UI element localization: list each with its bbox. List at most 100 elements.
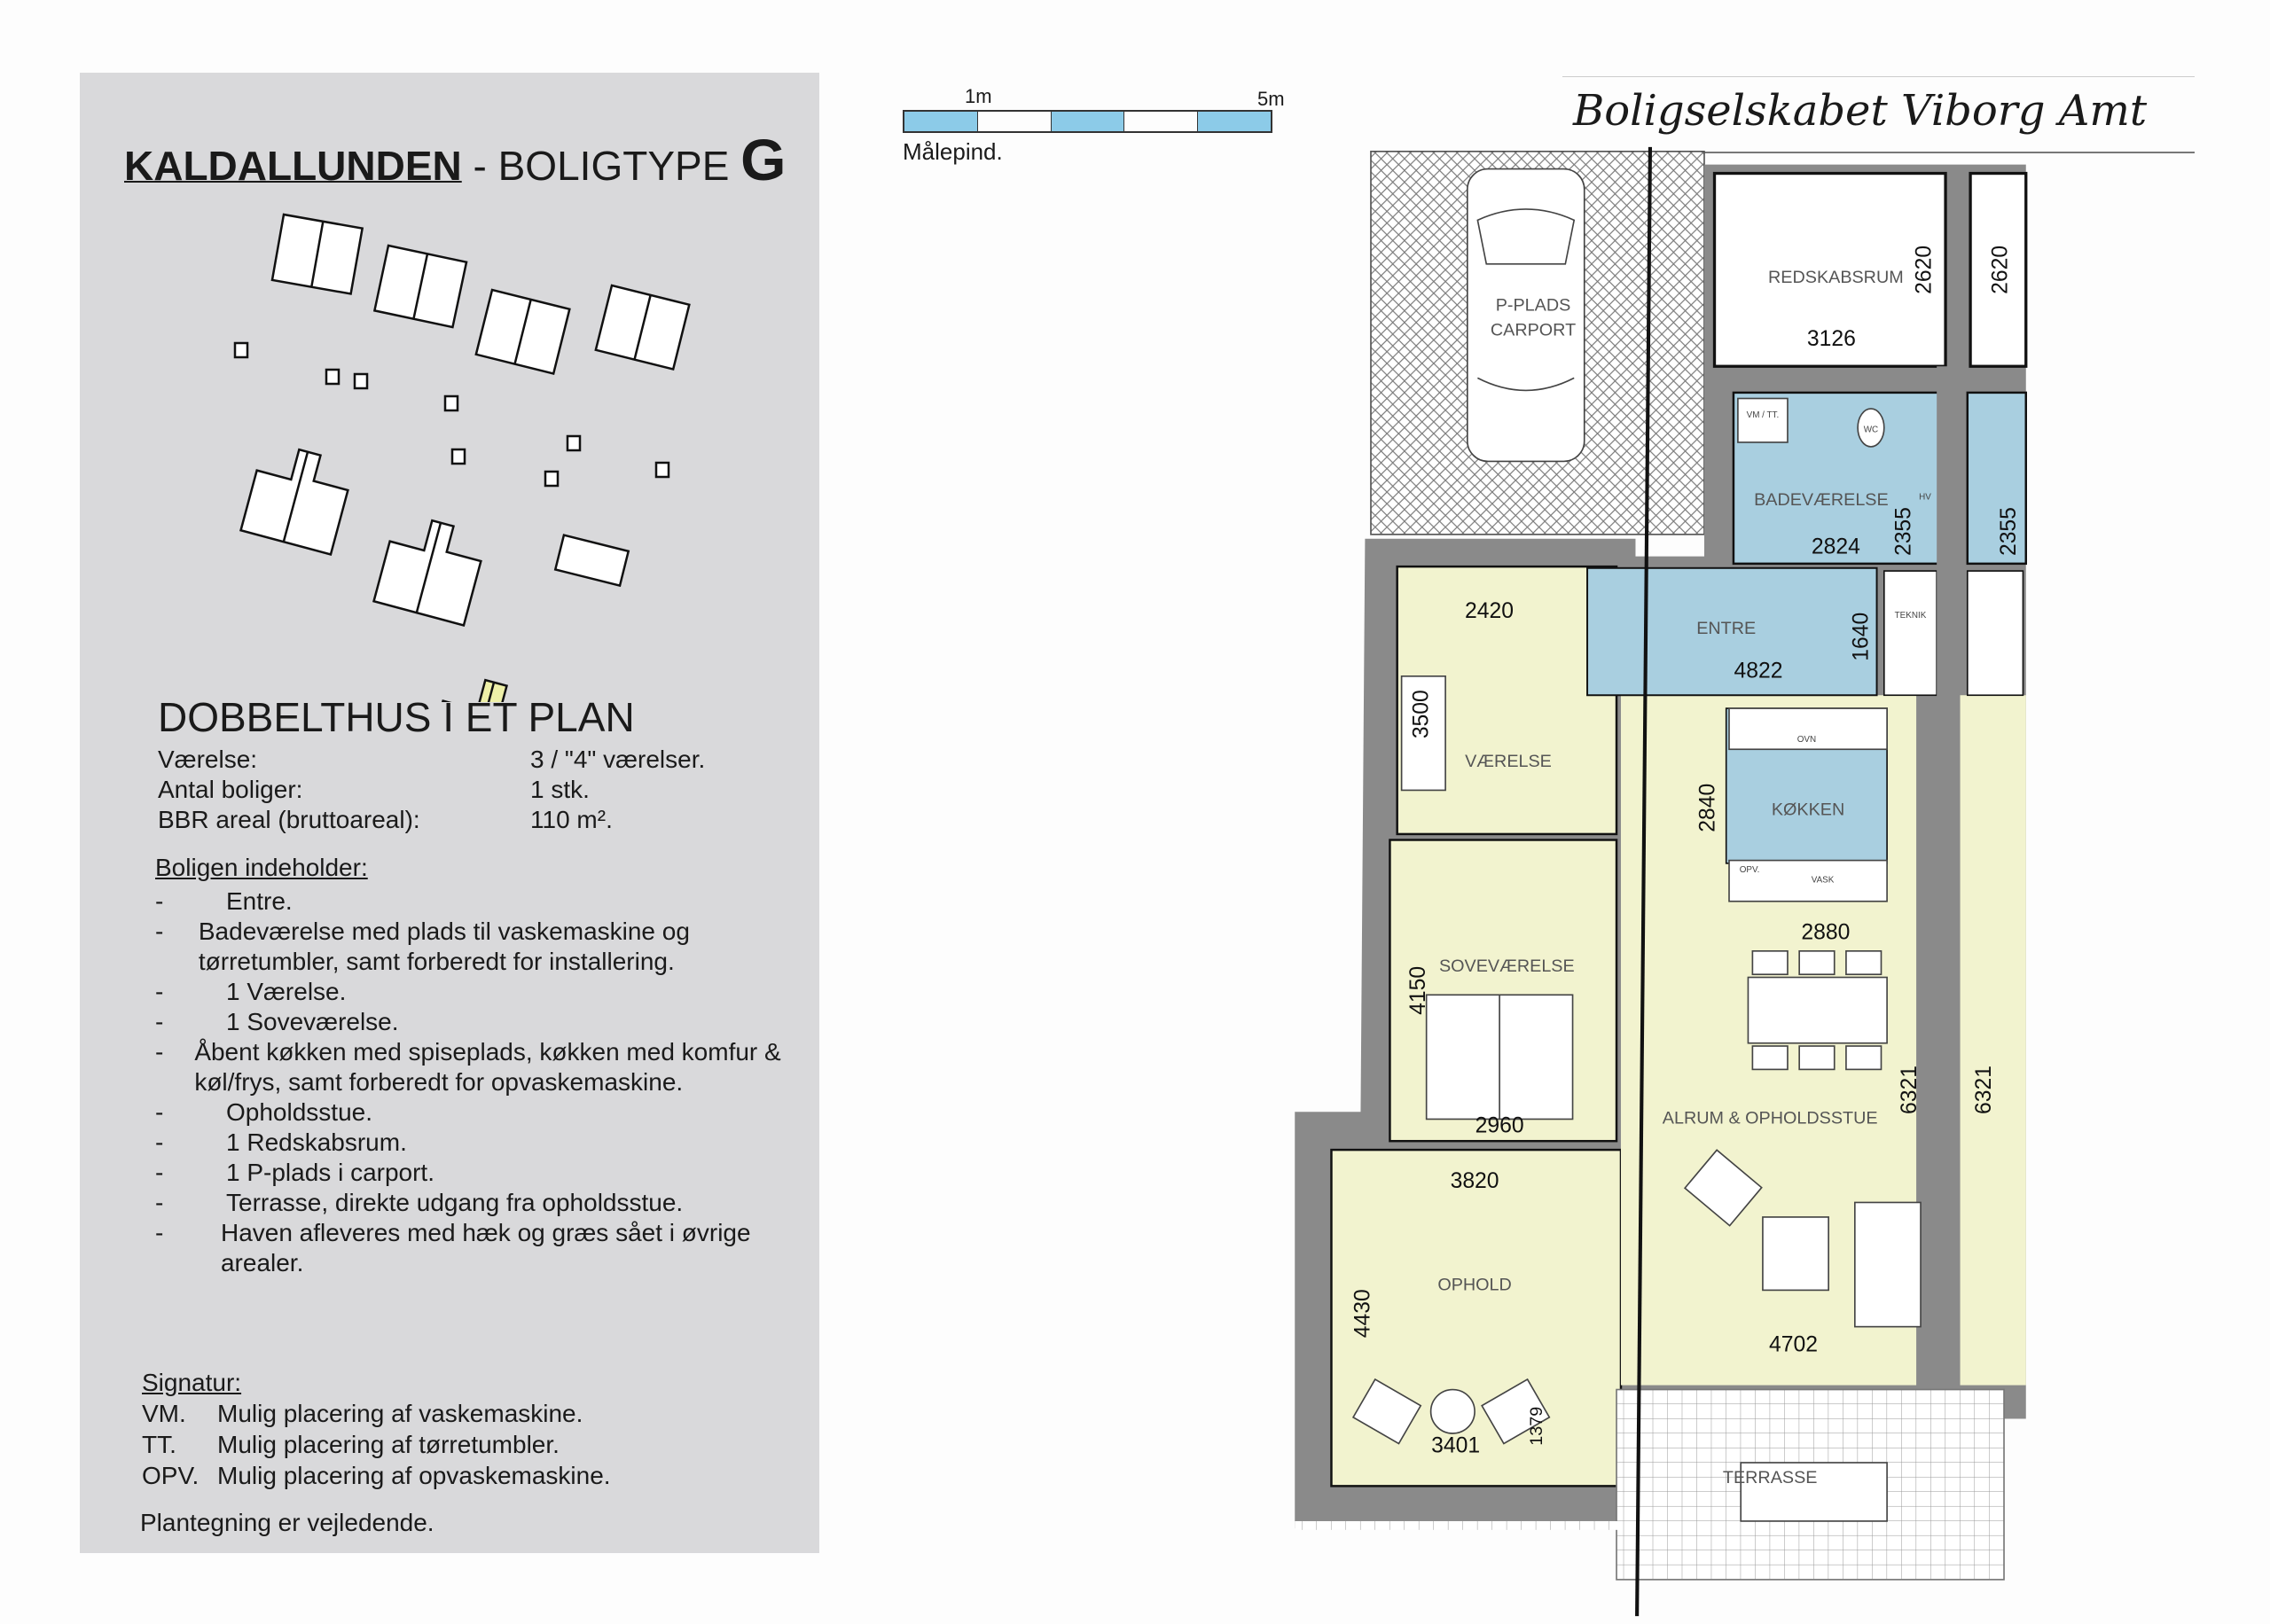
bullet: -	[155, 978, 164, 1005]
dim-sove-h: 4150	[1406, 966, 1430, 1015]
bullet: -	[155, 887, 164, 915]
list-item: -Terrasse, direkte udgang fra opholdsstu…	[155, 1188, 794, 1218]
legend-text: Mulig placering af tørretumbler.	[217, 1431, 560, 1458]
label-sovevaerelse: SOVEVÆRELSE	[1439, 956, 1575, 976]
site-building	[372, 519, 482, 627]
label-entre: ENTRE	[1696, 619, 1756, 638]
item-text: 1 Redskabsrum.	[226, 1128, 407, 1156]
info-panel: KALDALLUNDEN - BOLIGTYPE G DOBBELTHUS I …	[80, 73, 819, 1553]
dim-bad-h: 2355	[1891, 507, 1915, 556]
label-wc: WC	[1864, 425, 1878, 434]
scale-segments	[903, 110, 1272, 133]
label-hv: HV	[1919, 492, 1931, 502]
dim-ophold-w: 3820	[1451, 1169, 1499, 1193]
list-item: - Badeværelse med plads til vaskemaskine …	[155, 917, 794, 977]
list-item: -Haven afleveres med hæk og græs sået i …	[155, 1218, 794, 1278]
label-vaerelse: VÆRELSE	[1465, 752, 1552, 771]
item-text: Entre.	[226, 887, 293, 915]
dim-bad-h2: 2355	[1997, 507, 2021, 556]
armchair	[1481, 1378, 1551, 1445]
room-neighbor-bath	[1966, 391, 2027, 566]
site-shed	[233, 341, 249, 359]
item-text: 1 P-plads i carport.	[226, 1159, 434, 1186]
kitchen-counter	[1728, 859, 1888, 902]
item-text: 1 Værelse.	[226, 978, 347, 1005]
bullet: -	[155, 1038, 164, 1066]
legend: Signatur: VM.Mulig placering af vaskemas…	[142, 1367, 611, 1491]
dining-table	[1747, 976, 1888, 1044]
dim-vaer-w: 2420	[1465, 599, 1514, 623]
dim-entre-h: 1640	[1850, 613, 1874, 661]
dim-ophold-h: 4430	[1350, 1289, 1374, 1338]
scale-bar: 1m 5m Målepind.	[903, 85, 1293, 165]
scale-label-1m: 1m	[965, 85, 992, 107]
room-neighbor-shed	[1969, 171, 2028, 368]
list-item: -Åbent køkken med spiseplads, køkken med…	[155, 1037, 794, 1097]
site-building	[372, 244, 468, 329]
label-koekken: KØKKEN	[1772, 800, 1844, 819]
bullet: -	[155, 1008, 164, 1035]
item-text: Haven afleveres med hæk og græs sået i ø…	[220, 1219, 751, 1277]
bullet: -	[155, 1159, 164, 1186]
dim-ophold-h2: 1379	[1527, 1407, 1546, 1446]
dim-alrum-h2: 6321	[1972, 1066, 1996, 1114]
dim-sove-w: 2960	[1476, 1113, 1524, 1137]
legend-text: Mulig placering af opvaskemaskine.	[217, 1462, 611, 1489]
company-name: Boligselskabet Viborg Amt	[1573, 86, 2148, 136]
title-letter: G	[740, 127, 787, 192]
item-text: Badeværelse med plads til vaskemaskine o…	[198, 917, 690, 975]
site-building-highlighted	[425, 678, 536, 702]
site-building	[270, 213, 364, 295]
label-carport2: CARPORT	[1491, 321, 1576, 340]
dim-bad-w: 2824	[1812, 535, 1860, 558]
site-building	[553, 534, 630, 588]
item-text: 1 Soveværelse.	[226, 1008, 399, 1035]
fact-label: Antal boliger:	[158, 776, 303, 803]
dim-alrum-w: 4702	[1769, 1333, 1818, 1357]
room-neighbor-alrum	[1960, 695, 2026, 1386]
label-terrasse: TERRASSE	[1723, 1468, 1818, 1487]
desk	[1400, 675, 1446, 792]
sofa	[1853, 1201, 1922, 1328]
chair	[1751, 1045, 1789, 1071]
list-item: - 1 Værelse.	[155, 977, 794, 1007]
fact-value: 1 stk.	[530, 776, 590, 803]
room-entre	[1586, 566, 1878, 697]
label-badevaerelse: BADEVÆRELSE	[1754, 490, 1889, 510]
dim-ophold-w2: 3401	[1431, 1433, 1480, 1457]
armchair	[1351, 1378, 1422, 1445]
property-line	[1635, 146, 1653, 1617]
armchair	[1683, 1149, 1763, 1227]
contents-heading: Boligen indeholder:	[155, 854, 368, 881]
room-teknik-neighbor	[1966, 570, 2024, 697]
dim-koek-w: 2880	[1801, 921, 1850, 945]
list-item: -Opholdsstue.	[155, 1097, 794, 1128]
label-ovn: OVN	[1797, 735, 1816, 745]
bullet: -	[155, 917, 164, 945]
site-building	[474, 288, 571, 376]
label-carport: P-PLADS	[1496, 296, 1571, 316]
dim-redskab-w: 3126	[1807, 327, 1856, 351]
fact-label: Værelse:	[158, 746, 258, 773]
legend-abbr: OPV.	[142, 1462, 200, 1489]
dim-redskab-h: 2620	[1913, 246, 1937, 294]
facts-list: Værelse:3 / "4" værelser. Antal boliger:…	[158, 745, 705, 835]
site-building	[239, 448, 349, 556]
label-opv: OPV.	[1740, 865, 1760, 875]
terrace-table	[1740, 1462, 1888, 1522]
legend-heading: Signatur:	[142, 1369, 242, 1396]
item-text: Terrasse, direkte udgang fra opholdsstue…	[226, 1189, 684, 1216]
legend-item: TT. Mulig placering af tørretumbler.	[142, 1429, 611, 1460]
dim-alrum-h: 6321	[1898, 1066, 1922, 1114]
list-item: - 1 Soveværelse.	[155, 1007, 794, 1037]
bullet: -	[155, 1128, 164, 1156]
legend-abbr: TT.	[142, 1431, 176, 1458]
kitchen-counter	[1728, 707, 1888, 751]
garden-strip	[1295, 1520, 1624, 1530]
dim-redskab-h2: 2620	[1988, 246, 2012, 294]
fact-label: BBR areal (bruttoareal):	[158, 806, 420, 833]
list-item: - Entre.	[155, 886, 794, 917]
fact-row: Værelse:3 / "4" værelser.	[158, 745, 705, 775]
fact-row: BBR areal (bruttoareal):110 m².	[158, 805, 705, 835]
label-teknik: TEKNIK	[1895, 611, 1927, 621]
